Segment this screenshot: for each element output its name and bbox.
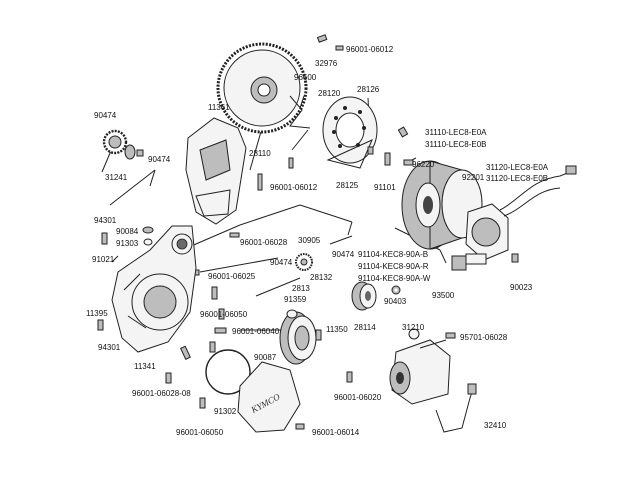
fan-shroud — [185, 117, 247, 225]
label-90474-mid: 90474 — [270, 258, 293, 267]
spring-part — [289, 95, 311, 129]
label-31210: 31210 — [402, 323, 425, 332]
label-91359: 91359 — [284, 295, 307, 304]
flywheel-sprocket — [216, 42, 308, 134]
washer-parts — [142, 226, 154, 246]
label-11341: 11341 — [134, 362, 156, 371]
label-92201: 92201 — [462, 173, 485, 182]
starter-motor — [389, 328, 451, 405]
label-96001-06014: 96001-06014 — [312, 428, 360, 437]
label-96001-06040: 96001-06040 — [232, 327, 280, 336]
label-93500: 93500 — [432, 291, 455, 300]
label-28114: 28114 — [354, 323, 376, 332]
part-labels: 90474 90474 31241 11361 28110 96600 3297… — [86, 45, 549, 437]
label-2813: 2813 — [292, 284, 310, 293]
label-94301-bottom: 94301 — [98, 343, 121, 352]
gear-31241 — [102, 129, 136, 160]
label-90474-top: 90474 — [94, 111, 117, 120]
label-91021: 91021 — [92, 255, 115, 264]
flywheel-31110 — [401, 160, 483, 250]
label-31110-e0a: 31110-LEC8-E0A — [425, 128, 487, 137]
label-96001-06028: 96001-06028 — [240, 238, 288, 247]
bushing-28114 — [351, 281, 377, 311]
starter-cable — [435, 383, 477, 433]
label-91302: 91302 — [214, 407, 237, 416]
label-28110: 28110 — [249, 149, 271, 158]
label-32976: 32976 — [315, 59, 338, 68]
label-96001-06050-bottom: 96001-06050 — [176, 428, 224, 437]
leader-lines — [101, 97, 447, 331]
label-95701-06028: 95701-06028 — [460, 333, 508, 342]
label-96001-06025: 96001-06025 — [208, 272, 256, 281]
label-91104-w: 91104-KEC8-90A-W — [358, 274, 431, 283]
label-96001-06020: 96001-06020 — [334, 393, 382, 402]
label-31120-e0b: 31120-LEC8-E0B — [486, 174, 548, 183]
label-91303: 91303 — [116, 239, 139, 248]
label-96220: 96220 — [412, 160, 435, 169]
label-11395: 11395 — [86, 309, 108, 318]
rotor-11350 — [279, 309, 317, 365]
starter-clutch — [322, 96, 378, 169]
label-90023: 90023 — [510, 283, 533, 292]
label-94301-left: 94301 — [94, 216, 117, 225]
label-11361: 11361 — [208, 103, 230, 112]
label-90084: 90084 — [116, 227, 139, 236]
label-90087: 90087 — [254, 353, 277, 362]
label-31110-e0b: 31110-LEC8-E0B — [425, 140, 487, 149]
nut-90403 — [391, 285, 401, 295]
label-91104-r: 91104-KEC8-90A-R — [358, 262, 429, 271]
label-11350: 11350 — [326, 325, 348, 334]
label-90403: 90403 — [384, 297, 407, 306]
label-96600: 96600 — [294, 73, 317, 82]
label-31120-e0a: 31120-LEC8-E0A — [486, 163, 549, 172]
label-96001-06050-top: 96001-06050 — [200, 310, 248, 319]
label-31241: 31241 — [105, 173, 128, 182]
drive-gear-28132 — [295, 235, 353, 271]
stator-31120 — [451, 165, 577, 271]
label-28125: 28125 — [336, 181, 359, 190]
label-96001-06012-top: 96001-06012 — [346, 45, 394, 54]
label-90474-gear: 90474 — [148, 155, 171, 164]
label-96001-06012-mid: 96001-06012 — [270, 183, 318, 192]
label-91104-b: 91104-KEC8-90A-B — [358, 250, 428, 259]
label-30905: 30905 — [298, 236, 321, 245]
crankcase-cover — [111, 225, 197, 353]
label-28120: 28120 — [318, 89, 341, 98]
label-28132: 28132 — [310, 273, 333, 282]
label-96001-06028-08: 96001-06028-08 — [132, 389, 191, 398]
gasket-91302 — [205, 349, 251, 395]
label-90474-right: 90474 — [332, 250, 355, 259]
outer-cover-90087: KYMCO — [237, 361, 301, 433]
label-28126: 28126 — [357, 85, 380, 94]
small-bolts — [97, 34, 519, 430]
label-91101: 91101 — [374, 183, 396, 192]
label-32410: 32410 — [484, 421, 507, 430]
